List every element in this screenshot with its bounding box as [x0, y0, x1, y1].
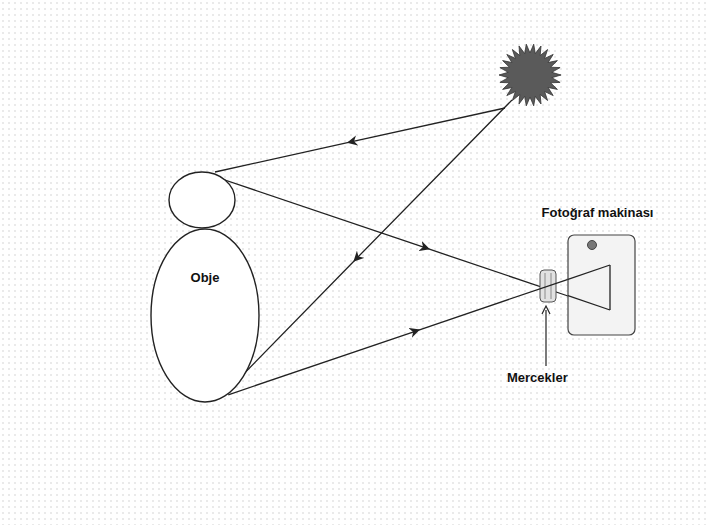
object-ellipse: Obje [150, 228, 260, 403]
light-ray [226, 100, 512, 392]
image-ray [568, 265, 610, 279]
camera-button [588, 241, 597, 250]
object-head [169, 172, 235, 228]
leader-line [545, 310, 546, 366]
camera-outline [505, 205, 690, 340]
camera-housing [568, 235, 635, 335]
lens-symbol [551, 273, 552, 299]
camera-body: Fotoğraf makinası [505, 205, 690, 340]
light-ray-connector [228, 279, 568, 395]
sun-symbol [499, 44, 561, 106]
lens-symbol [545, 273, 546, 299]
object-body [151, 229, 259, 402]
leader-arrowhead [542, 306, 550, 314]
image-ray [568, 296, 610, 310]
object-label: Obje [150, 270, 260, 285]
ellipse-outline [150, 228, 260, 403]
light-ray [215, 108, 505, 172]
image-ray [609, 265, 610, 310]
part-label: Mercekler [507, 370, 568, 385]
camera-heading: Fotoğraf makinası [505, 205, 690, 220]
reflected-ray [213, 176, 568, 296]
